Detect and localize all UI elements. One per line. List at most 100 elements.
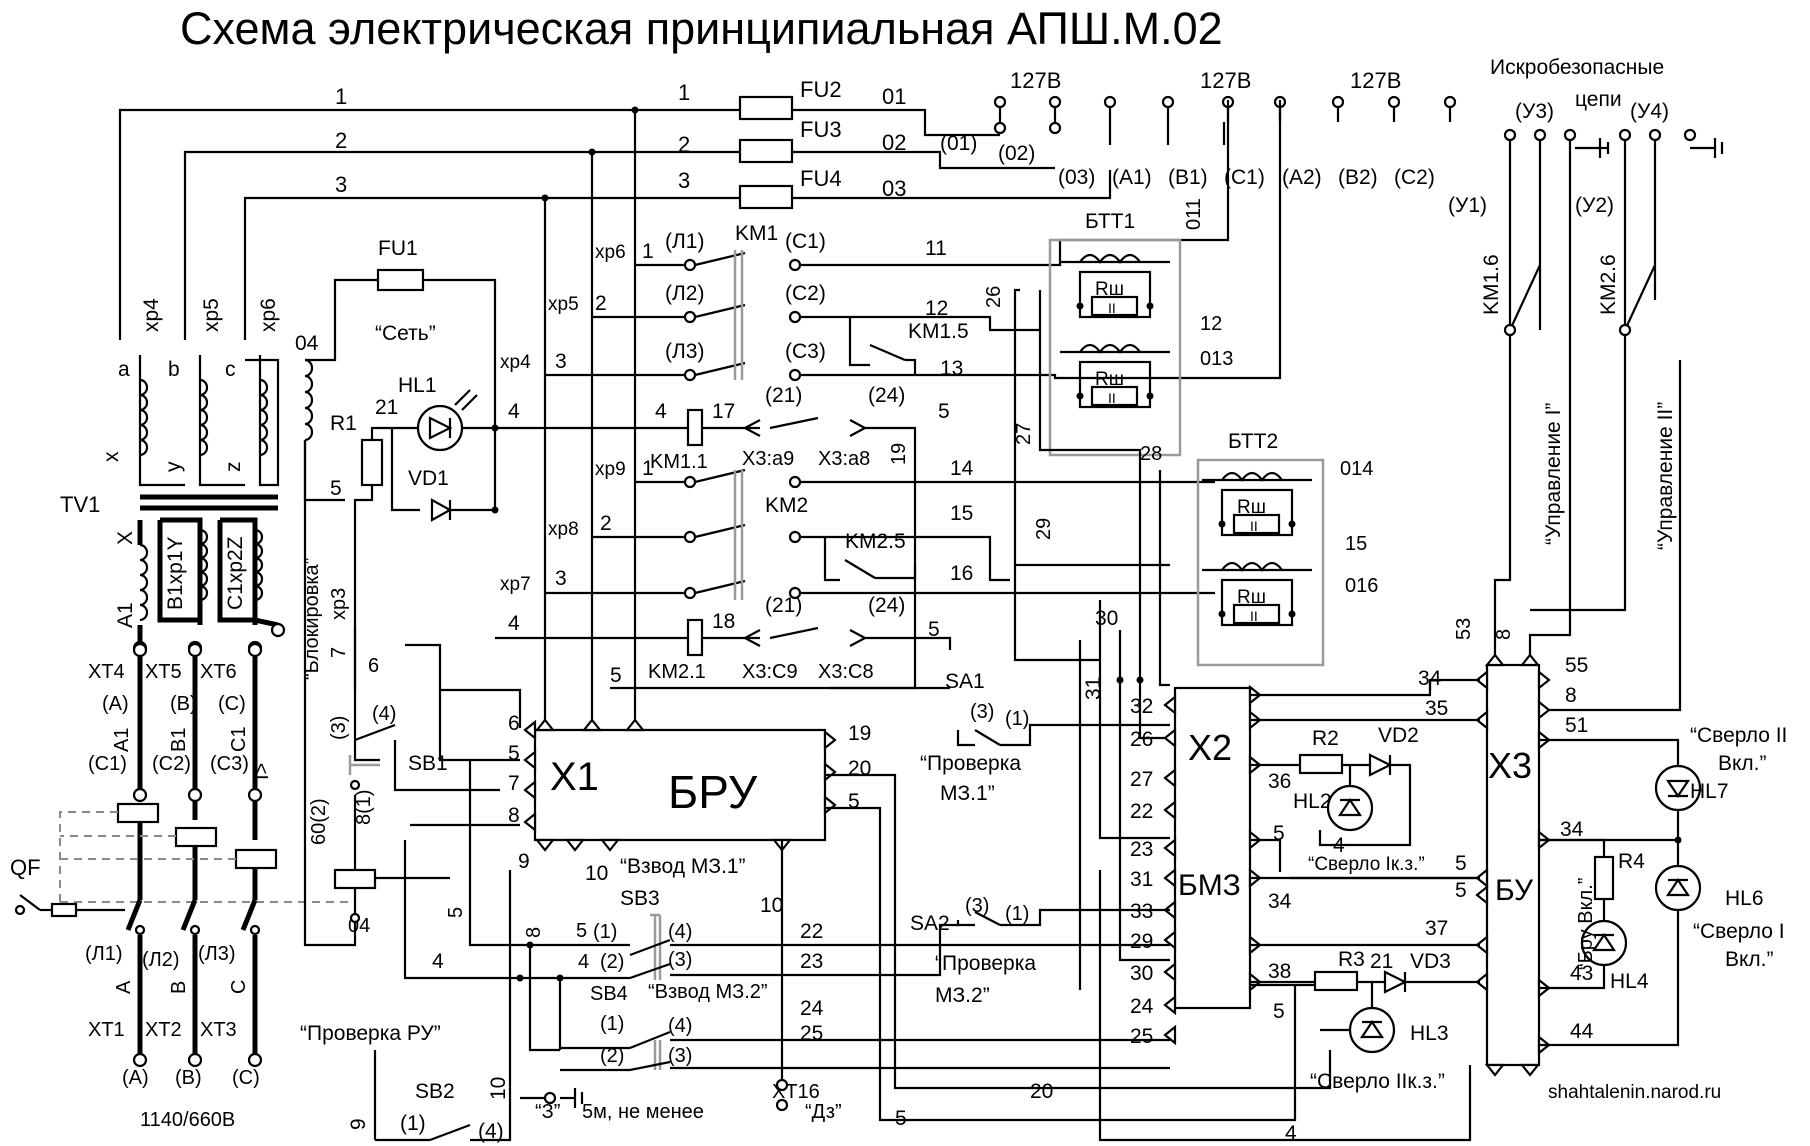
svg-text:15: 15 — [1345, 533, 1367, 555]
svg-text:9: 9 — [518, 850, 530, 873]
svg-text:(4): (4) — [372, 703, 396, 725]
svg-text:X2: X2 — [1188, 727, 1232, 768]
svg-text:FU2: FU2 — [800, 77, 842, 102]
svg-text:7: 7 — [328, 647, 350, 658]
svg-text:4: 4 — [655, 400, 667, 423]
svg-text:R2: R2 — [1312, 727, 1339, 750]
svg-text:“Проверка: “Проверка — [935, 952, 1036, 975]
svg-text:22: 22 — [800, 920, 823, 943]
svg-text:(A2): (A2) — [1282, 166, 1322, 189]
svg-text:02: 02 — [882, 130, 906, 155]
svg-text:12: 12 — [1200, 313, 1222, 335]
svg-text:26: 26 — [1130, 728, 1153, 751]
svg-text:4: 4 — [508, 612, 520, 635]
svg-text:C: C — [228, 980, 250, 994]
svg-text:(3): (3) — [668, 1045, 692, 1067]
svg-text:хр7: хр7 — [500, 574, 531, 595]
sb1-lock: “Блокировка” хр3 7 6 (3) (4) SB1 — [301, 558, 522, 827]
svg-text:8: 8 — [1565, 684, 1577, 707]
svg-text:(У4): (У4) — [1630, 100, 1669, 123]
relay-coils: 4 17 (21) (24) 5 KM1.1 Х3:a9 Х3:a8 19 18… — [495, 384, 952, 690]
svg-text:“Дз”: “Дз” — [805, 1101, 842, 1123]
svg-text:SB4: SB4 — [590, 983, 628, 1005]
svg-text:“Бру Вкл.”: “Бру Вкл.” — [1575, 878, 1597, 970]
svg-text:12: 12 — [925, 297, 948, 320]
svg-text:XT1: XT1 — [88, 1019, 125, 1041]
svg-text:(Л1): (Л1) — [665, 230, 704, 253]
svg-text:БМЗ: БМЗ — [1178, 869, 1241, 902]
outputs-127v: 127В 127В 127В (01) (02) (03) (A1) (B1) … — [940, 68, 1457, 189]
svg-text:25: 25 — [1130, 1025, 1153, 1048]
svg-text:29: 29 — [1033, 518, 1055, 540]
svg-text:1: 1 — [642, 240, 654, 263]
sa2-switch: SA2 (3) (1) “Проверка МЗ.2” — [910, 895, 1170, 1007]
svg-text:FU3: FU3 — [800, 117, 842, 142]
svg-text:21: 21 — [375, 396, 398, 419]
svg-text:A1: A1 — [114, 602, 137, 628]
svg-text:38: 38 — [1268, 960, 1291, 983]
svg-text:Искробезопасные: Искробезопасные — [1490, 56, 1664, 79]
svg-text:44: 44 — [1570, 1020, 1594, 1043]
svg-text:(B): (B) — [175, 1067, 202, 1089]
svg-text:03: 03 — [882, 176, 906, 201]
svg-text:1140/660В: 1140/660В — [140, 1109, 235, 1131]
svg-text:(C): (C) — [232, 1067, 260, 1089]
feed-lines: 1 2 3 1 2 3 — [118, 80, 740, 340]
svg-text:“Взвод МЗ.1”: “Взвод МЗ.1” — [620, 855, 746, 878]
svg-text:Rш: Rш — [1237, 587, 1266, 608]
svg-text:(A): (A) — [102, 693, 129, 715]
svg-text:(4): (4) — [668, 1015, 692, 1037]
svg-text:X: X — [114, 531, 137, 545]
svg-text:(Л2): (Л2) — [142, 949, 180, 971]
svg-text:(02): (02) — [998, 142, 1035, 165]
svg-text:34: 34 — [1560, 818, 1584, 841]
svg-text:30: 30 — [1095, 607, 1118, 630]
svg-text:19: 19 — [888, 443, 910, 465]
svg-text:VD2: VD2 — [1378, 724, 1419, 747]
schematic-title: Схема электрическая принципиальная АПШ.М… — [180, 3, 1223, 54]
btt-x2-wiring: 30 31 — [1013, 288, 1170, 990]
svg-text:5: 5 — [895, 1107, 907, 1130]
svg-text:28: 28 — [1140, 443, 1162, 465]
svg-text:011: 011 — [1183, 198, 1205, 230]
svg-text:БТТ2: БТТ2 — [1228, 430, 1278, 453]
svg-text:19: 19 — [848, 722, 871, 745]
svg-text:II: II — [1108, 390, 1116, 406]
svg-text:“Блокировка”: “Блокировка” — [301, 558, 323, 680]
svg-text:(C3): (C3) — [785, 340, 826, 363]
svg-text:SA2: SA2 — [910, 912, 950, 935]
svg-text:A1: A1 — [111, 728, 133, 752]
svg-text:B1хр1Y: B1хр1Y — [164, 536, 187, 610]
credit-text: shahtalenin.narod.ru — [1548, 1082, 1721, 1103]
svg-text:Х3:C9: Х3:C9 — [742, 661, 798, 683]
svg-text:60(2): 60(2) — [308, 798, 330, 845]
svg-text:A: A — [113, 980, 135, 994]
svg-text:Вкл.”: Вкл.” — [1725, 948, 1774, 971]
svg-text:хр4: хр4 — [500, 352, 531, 373]
svg-text:хр4: хр4 — [140, 298, 163, 332]
svg-text:TV1: TV1 — [60, 492, 100, 517]
status-indicators: R4 HL4 “Бру Вкл.” HL6 “Сверло I Вкл.” HL… — [1539, 724, 1787, 1047]
input-section: XT4 XT5 XT6 (A) (B) (C) A1 B1 C1 (C1) (C… — [10, 642, 350, 1131]
x2-x3-links: 34 35 37 5 5 34 5 5 — [1250, 667, 1480, 1023]
svg-text:6: 6 — [368, 655, 379, 677]
svg-text:II: II — [1250, 518, 1258, 534]
svg-text:43: 43 — [1570, 962, 1593, 985]
svg-text:хр6: хр6 — [595, 242, 626, 263]
svg-text:(03): (03) — [1058, 166, 1095, 189]
svg-text:(У1): (У1) — [1448, 194, 1487, 217]
svg-text:22: 22 — [1130, 800, 1153, 823]
svg-text:4: 4 — [1333, 834, 1345, 857]
svg-text:5: 5 — [1273, 822, 1285, 845]
svg-text:МЗ.1”: МЗ.1” — [940, 782, 995, 805]
svg-text:3: 3 — [555, 567, 567, 590]
fuse-fu3: FU3 02 — [738, 117, 1055, 170]
svg-text:33: 33 — [1130, 900, 1153, 923]
svg-text:31: 31 — [1082, 677, 1105, 700]
svg-text:10: 10 — [487, 1077, 510, 1100]
svg-text:5: 5 — [1273, 1000, 1285, 1023]
svg-text:1: 1 — [678, 80, 690, 105]
svg-text:01: 01 — [882, 84, 906, 109]
